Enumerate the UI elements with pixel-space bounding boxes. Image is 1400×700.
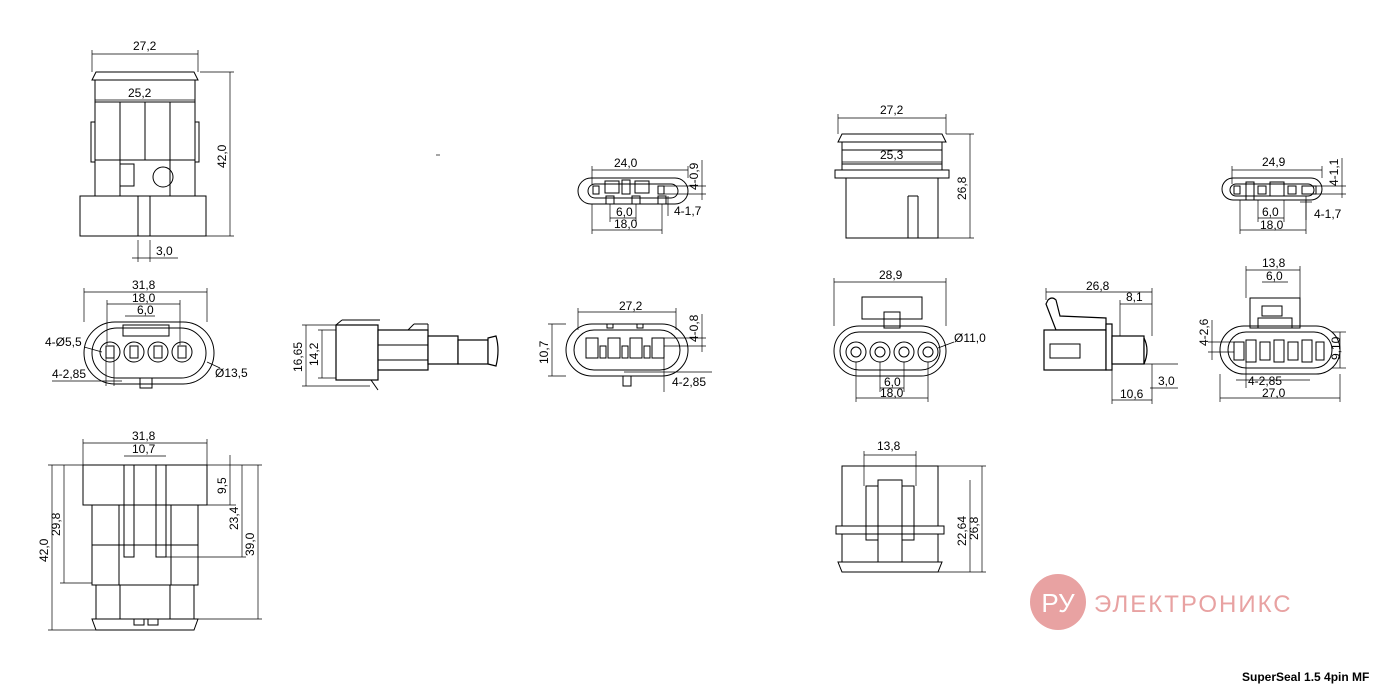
watermark-logo-circle (1030, 574, 1086, 630)
dim-face-outer: 31,8 (132, 278, 156, 292)
dim-fend-pins: 4-2,85 (1248, 374, 1282, 388)
dim-male-latch: 3,0 (156, 244, 173, 258)
watermark-brand: ЭЛЕКТРОНИКС (1094, 591, 1293, 618)
dim-fface-pitch: 6,0 (884, 375, 901, 389)
dim-end-pins: 4-2,85 (672, 375, 706, 389)
dim-top-width: 24,0 (614, 156, 638, 170)
dim-flower-width: 13,8 (877, 439, 901, 453)
dim-fend-gap: 4-2,6 (1197, 318, 1211, 346)
dim-face-pins: 4-2,85 (52, 367, 86, 381)
dim-lower-mid: 23,4 (227, 506, 241, 530)
male-top-view: 24,0 4-0,9 4-1,7 6,0 18,0 (577, 156, 706, 234)
dim-lower-top: 9,5 (215, 477, 229, 494)
dim-top-tab-w: 4-0,9 (687, 162, 701, 190)
dim-fside-length: 26,8 (1086, 279, 1110, 293)
male-side-view: 16,65 14,2 (291, 154, 499, 391)
dim-ffront-inner: 25,3 (880, 148, 904, 162)
dim-face-pitch: 6,0 (137, 303, 154, 317)
dim-side-outer: 16,65 (291, 342, 305, 372)
female-front-view: 27,2 25,3 26,8 (834, 103, 974, 239)
dim-fend-height: 9,10 (1329, 336, 1343, 360)
drawing-title: SuperSeal 1.5 4pin MF (1242, 670, 1369, 684)
dim-fside-latch: 8,1 (1126, 290, 1143, 304)
dim-face-holes: 4-Ø5,5 (45, 335, 82, 349)
dim-fside-tail-h: 3,0 (1158, 374, 1175, 388)
dim-face-span: 18,0 (132, 291, 156, 305)
watermark-logo-text: РУ (1041, 588, 1075, 618)
dim-face-seal: Ø13,5 (215, 366, 248, 380)
dim-top-tab-h: 4-1,7 (674, 204, 702, 218)
male-lower-view: 31,8 10,7 42,0 29,8 9,5 23,4 39,0 (37, 429, 262, 631)
female-side-view: 26,8 8,1 10,6 3,0 (1043, 279, 1178, 404)
dim-side-inner: 14,2 (307, 342, 321, 366)
dim-male-inner-width: 25,2 (128, 86, 152, 100)
dim-fend-width: 27,0 (1262, 386, 1286, 400)
dim-top-span: 18,0 (614, 217, 638, 231)
dim-male-width: 27,2 (133, 39, 157, 53)
dim-ftop-tab-w: 4-1,1 (1327, 158, 1341, 186)
dim-lower-h1: 29,8 (49, 512, 63, 536)
dim-fface-width: 28,9 (879, 268, 903, 282)
dim-end-height: 10,7 (537, 340, 551, 364)
watermark: РУ ЭЛЕКТРОНИКС (1030, 574, 1293, 630)
dim-end-slot: 4-0,8 (687, 314, 701, 342)
dim-end-width: 27,2 (619, 299, 643, 313)
dim-fside-tail: 10,6 (1120, 387, 1144, 401)
dim-male-height: 42,0 (215, 144, 229, 168)
dim-flower-h2: 26,8 (967, 516, 981, 540)
dim-lower-total: 42,0 (37, 538, 51, 562)
dim-lower-body: 39,0 (243, 532, 257, 556)
dim-flower-h1: 22,64 (955, 516, 969, 546)
dim-fend-latch-w: 13,8 (1262, 256, 1286, 270)
female-lower-view: 13,8 22,64 26,8 (835, 439, 986, 573)
dim-ftop-tab-h: 4-1,7 (1314, 207, 1342, 221)
dim-ftop-width: 24,9 (1262, 155, 1286, 169)
dim-lower-slot: 10,7 (132, 442, 156, 456)
dim-fface-seal: Ø11,0 (954, 331, 986, 345)
dim-ftop-span: 18,0 (1260, 218, 1284, 232)
dim-lower-width: 31,8 (132, 429, 156, 443)
male-front-view: 27,2 25,2 42,0 3,0 (79, 39, 234, 262)
dim-top-pitch: 6,0 (616, 205, 633, 219)
female-face-view: 28,9 6,0 18,0 Ø11,0 (833, 268, 986, 402)
dim-ffront-height: 26,8 (955, 176, 969, 200)
female-top-view: 24,9 4-1,1 4-1,7 6,0 18,0 (1221, 155, 1346, 234)
dim-ftop-pitch: 6,0 (1262, 205, 1279, 219)
female-end-view: 13,8 6,0 4-2,6 9,10 4-2,85 27,0 (1197, 256, 1346, 402)
male-face-view: 31,8 18,0 6,0 4-Ø5,5 4-2,85 Ø13,5 (45, 278, 248, 389)
dim-ffront-width: 27,2 (880, 103, 904, 117)
male-end-view: 27,2 10,7 4-0,8 4-2,85 (537, 299, 712, 392)
dim-fface-span: 18,0 (880, 386, 904, 400)
dim-fend-latch-pitch: 6,0 (1266, 269, 1283, 283)
